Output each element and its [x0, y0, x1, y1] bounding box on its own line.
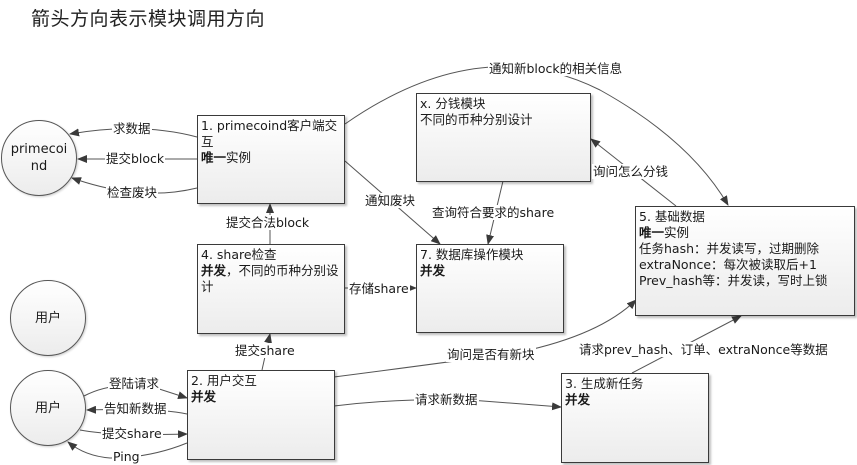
- edge-label-chaxun-share: 查询符合要求的share: [431, 205, 556, 220]
- user-node-bottom: 用户: [10, 370, 86, 446]
- edge-label-xunwen-new-block: 询问是否有新块: [446, 347, 536, 362]
- module-box-3: 3. 生成新任务 并发: [561, 373, 709, 463]
- module-box-x: x. 分钱模块 不同的币种分别设计: [416, 93, 591, 182]
- edge-label-jiancha-feikuai: 检查废块: [106, 185, 159, 200]
- module-note: 实例: [226, 150, 252, 165]
- edge-label-qiu-shuju: 求数据: [112, 121, 152, 136]
- module-bold-note: 唯一: [639, 225, 665, 240]
- diagram-title: 箭头方向表示模块调用方向: [31, 8, 266, 30]
- edge-ping: [67, 441, 188, 459]
- module-note: 实例: [664, 225, 690, 240]
- module-box-1: 1. primecoind客户端交互 唯一实例: [197, 115, 345, 204]
- module-title: x. 分钱模块: [420, 96, 486, 111]
- user-label: 用户: [34, 310, 61, 326]
- primecoind-node: primecoind: [1, 120, 77, 196]
- primecoind-label: primecoind: [10, 142, 68, 174]
- edge-label-tongzhi-new-block: 通知新block的相关信息: [488, 61, 624, 76]
- module-box-5: 5. 基础数据 唯一实例 任务hash：并发读写，过期删除 extraNonce…: [635, 206, 855, 316]
- edge-label-tijiao-share-up: 提交share: [234, 343, 296, 358]
- edge-label-denglu: 登陆请求: [108, 376, 161, 391]
- edge-label-tijiao-share-user: 提交share: [101, 426, 163, 441]
- module-title: 2. 用户交互: [191, 373, 257, 388]
- edge-label-qingqiu-prev: 请求prev_hash、订单、extraNonce等数据: [578, 342, 829, 357]
- module-title: 1. primecoind客户端交互: [201, 118, 338, 149]
- module-detail-line: Prev_hash等：并发读，写时上锁: [639, 273, 828, 288]
- module-box-4: 4. share检查 并发，不同的币种分别设计: [197, 244, 345, 334]
- module-bold-note: 并发: [420, 263, 446, 278]
- module-bold-note: 并发: [191, 389, 217, 404]
- module-box-2: 2. 用户交互 并发: [187, 370, 335, 460]
- edge-label-ping: Ping: [112, 449, 141, 464]
- edge-label-xunwen-fenqian: 询问怎么分钱: [592, 164, 670, 179]
- module-title: 7. 数据库操作模块: [420, 247, 524, 262]
- edge-tongzhi-new-block: [344, 66, 729, 206]
- module-title: 4. share检查: [201, 247, 277, 262]
- module-box-7: 7. 数据库操作模块 并发: [416, 244, 564, 333]
- edge-label-tijiao-hefa-block: 提交合法block: [225, 215, 311, 230]
- edge-label-tongzhi-feikuai: 通知废块: [364, 193, 417, 208]
- module-note: 不同的币种分别设计: [420, 112, 533, 127]
- module-bold-note: 并发: [565, 392, 591, 407]
- module-title: 3. 生成新任务: [565, 376, 644, 391]
- edge-label-qingqiu-new-data: 请求新数据: [414, 392, 479, 407]
- module-note: ，不同的币种分别设计: [201, 263, 339, 294]
- module-detail-line: 任务hash：并发读写，过期删除: [639, 241, 820, 256]
- user-label: 用户: [34, 400, 61, 416]
- edge-label-gaozhi-new-data: 告知新数据: [103, 401, 168, 416]
- module-bold-note: 并发: [201, 263, 227, 278]
- module-bold-note: 唯一: [201, 150, 227, 165]
- module-title: 5. 基础数据: [639, 209, 705, 224]
- edge-label-tijiao-block: 提交block: [105, 151, 166, 166]
- module-detail-line: extraNonce：每次被读取后+1: [639, 257, 817, 272]
- edge-label-cunchu-share: 存储share: [348, 281, 410, 296]
- user-node-top: 用户: [10, 280, 86, 356]
